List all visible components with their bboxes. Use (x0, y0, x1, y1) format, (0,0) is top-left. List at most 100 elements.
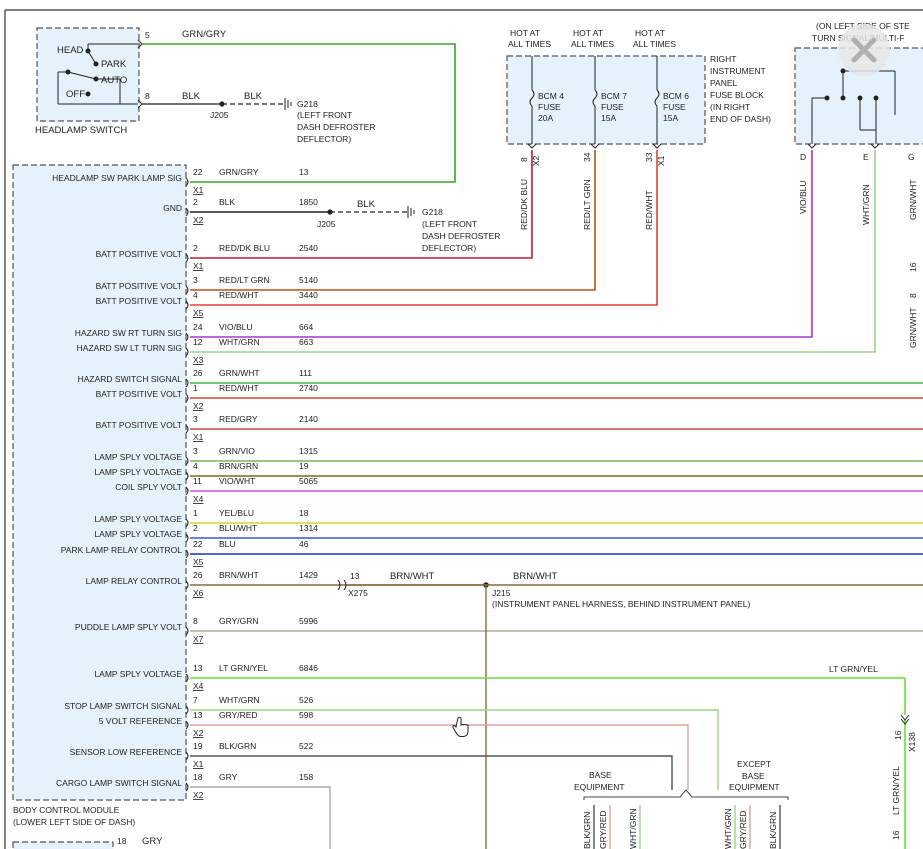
wire-label-blk-2: BLK (244, 91, 263, 102)
bcm-wire-color: YEL/BLU (219, 508, 254, 518)
bcm-pin: 2 (193, 197, 198, 207)
fuse-block-box (506, 55, 706, 145)
bcm-circuit: 2740 (299, 383, 318, 393)
hot-label: ALL TIMES (633, 39, 676, 49)
bcm-circuit: 5065 (299, 476, 318, 486)
bcm-circuit: 2140 (299, 414, 318, 424)
bcm-pin: 8 (193, 616, 198, 626)
fuse-wire-line (190, 150, 596, 291)
fuse-name: 20A (538, 113, 553, 123)
bcm-signal: COIL SPLY VOLT (115, 482, 182, 492)
bottom-row-color: GRY (142, 836, 163, 847)
bcm-pin: 2 (193, 243, 198, 253)
turn-pin-e: E (863, 152, 869, 162)
switch-pos-off: OFF (66, 89, 85, 100)
relay-color-1: BRN/WHT (390, 571, 435, 582)
bcm-signal: LAMP SPLY VOLTAGE (94, 452, 182, 462)
fuse-block-label-4: (IN RIGHT (710, 102, 750, 112)
bcm-connector: X2 (193, 728, 204, 738)
ltgrn-conn: X138 (907, 732, 917, 752)
fuse-pin: 8 (519, 157, 529, 162)
bcm-signal: CARGO LAMP SWITCH SIGNAL (56, 778, 182, 788)
bcm-wire-color: LT GRN/YEL (219, 663, 268, 673)
bcm-connector: X5 (193, 557, 204, 567)
fuse-pin: 34 (582, 152, 592, 162)
bcm-circuit: 158 (299, 772, 313, 782)
bcm-connector: X4 (193, 494, 204, 504)
bottom-wire-2: WHT/GRN (628, 808, 638, 849)
bcm-circuit: 5996 (299, 616, 318, 626)
bcm-title-0: BODY CONTROL MODULE (13, 805, 120, 815)
bottom-wire-5: BLK/GRN (768, 812, 778, 849)
fuse-block-label-2: PANEL (710, 78, 738, 88)
bcm-wire-color: GRN/GRY (219, 167, 259, 177)
turn-pin-g: G (908, 152, 915, 162)
wire-label-blk-1: BLK (182, 91, 201, 102)
bcm-circuit: 6846 (299, 663, 318, 673)
bcm-wire-color: BLU (219, 539, 236, 549)
bcm-pin: 22 (193, 539, 203, 549)
hand-cursor-icon (452, 716, 469, 737)
ltgrn-vert-color: LT GRN/YEL (891, 766, 901, 815)
bcm-pin: 3 (193, 275, 198, 285)
ground-label-top-3: DEFLECTOR) (297, 134, 351, 144)
bcm-signal: BATT POSITIVE VOLT (96, 296, 182, 306)
bcm-signal: SENSOR LOW REFERENCE (70, 747, 183, 757)
fuse-name: BCM 6 (663, 91, 689, 101)
fuse-block-label: RIGHT INSTRUMENT PANEL FUSE BLOCK (IN RI… (710, 54, 771, 124)
equip-except-0: EXCEPT (737, 759, 771, 769)
bcm-connector: X3 (193, 355, 204, 365)
bcm-wire-color: WHT/GRN (219, 337, 260, 347)
ground-symbol-top (284, 98, 292, 110)
gnd-label-3: DEFLECTOR) (422, 243, 476, 253)
bcm-connector: X1 (193, 261, 204, 271)
bcm-signal: GND (163, 203, 182, 213)
bcm-pin: 11 (193, 476, 202, 486)
equip-except-1: BASE (742, 771, 765, 781)
bcm-circuit: 664 (299, 322, 313, 332)
bcm-pin: 4 (193, 290, 198, 300)
fuse-wire: RED/WHT (644, 190, 654, 230)
fuse-name: 15A (663, 113, 678, 123)
bcm-pin: 3 (193, 414, 198, 424)
bcm-signal: PUDDLE LAMP SPLY VOLT (75, 622, 182, 632)
relay-color-2: BRN/WHT (513, 571, 558, 582)
bcm-pin: 22 (193, 167, 203, 177)
relay-splice-desc: (INSTRUMENT PANEL HARNESS, BEHIND INSTRU… (492, 599, 751, 609)
bcm-signal: LAMP SPLY VOLTAGE (94, 669, 182, 679)
fuse-name: 15A (601, 113, 616, 123)
pin-8: 8 (145, 91, 150, 101)
headlamp-switch-title: HEADLAMP SWITCH (35, 125, 127, 136)
fuse-wire: RED/DK BLU (519, 179, 529, 230)
bcm-pin: 26 (193, 570, 203, 580)
close-button[interactable] (838, 24, 890, 76)
fuse-block-label-5: END OF DASH) (710, 114, 771, 124)
bcm-pin: 12 (193, 337, 203, 347)
bcm-signal: LAMP SPLY VOLTAGE (94, 514, 182, 524)
equip-except-2: EQUIPMENT (729, 782, 780, 792)
fuse-block-label-3: FUSE BLOCK (710, 90, 764, 100)
bcm-signal: BATT POSITIVE VOLT (96, 420, 182, 430)
bcm-circuit: 1850 (299, 197, 318, 207)
bottom-wires: BLK/GRN GRY/RED WHT/GRN WHT/GRN GRY/RED … (582, 805, 781, 849)
bcm-signal: LAMP RELAY CONTROL (86, 576, 183, 586)
fuse-name: FUSE (663, 102, 686, 112)
bottom-wire-1: GRY/RED (598, 810, 608, 849)
hot-label: ALL TIMES (571, 39, 614, 49)
bcm-pin: 18 (193, 772, 203, 782)
bcm-wire-color: GRY (219, 772, 238, 782)
bcm-pin: 7 (193, 695, 198, 705)
bcm-circuit: 663 (299, 337, 313, 347)
ltgrn-pin: 16 (893, 730, 903, 740)
turn-wire-vio-blu: VIO/BLU (798, 180, 808, 214)
gnd-branch-color: BLK (357, 199, 376, 210)
wire-label-grn-gry: GRN/GRY (182, 29, 227, 40)
